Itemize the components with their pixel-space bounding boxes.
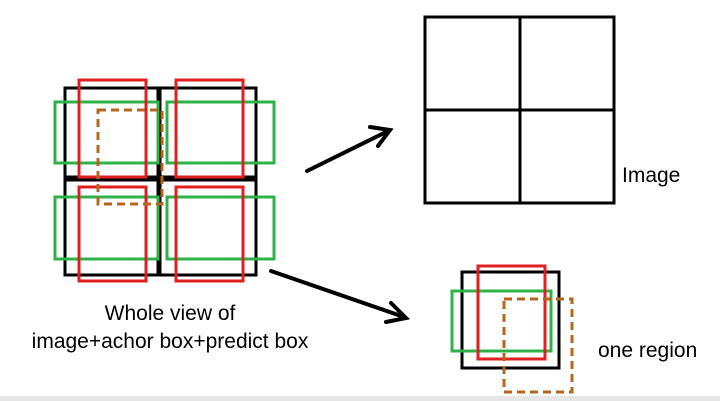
green-anchor-boxes xyxy=(53,100,276,261)
one-region-group xyxy=(450,264,574,394)
region-red-anchor-box xyxy=(476,264,547,361)
bottom-edge-strip xyxy=(0,396,720,401)
whole-view-caption: Whole view of image+achor box+predict bo… xyxy=(5,300,335,357)
red-anchor-box-bottom-right xyxy=(174,185,245,283)
red-anchor-boxes xyxy=(77,78,245,283)
red-anchor-box-top-right xyxy=(174,78,245,179)
whole-view-caption-line2: image+achor box+predict box xyxy=(31,330,309,354)
green-anchor-box-top-left xyxy=(53,100,160,165)
one-region-label: one region xyxy=(598,339,698,362)
grid-cell-bottom-right xyxy=(158,178,258,277)
image-grid xyxy=(423,15,616,205)
red-anchor-box-bottom-left xyxy=(77,185,148,283)
green-anchor-box-top-right xyxy=(165,100,276,165)
arrow-to-image xyxy=(305,125,394,173)
whole-view-group xyxy=(53,78,276,283)
red-anchor-box-top-left xyxy=(77,78,148,179)
predict-box-dashed xyxy=(96,108,164,206)
arrow-to-region xyxy=(269,269,411,324)
region-green-anchor-box xyxy=(450,289,553,353)
green-anchor-box-bottom-left xyxy=(53,195,160,261)
region-cell-border xyxy=(460,270,561,370)
image-label: Image xyxy=(622,164,681,187)
region-predict-box-dashed xyxy=(502,297,574,394)
green-anchor-box-bottom-right xyxy=(165,195,276,261)
whole-view-caption-line1: Whole view of xyxy=(104,302,236,325)
